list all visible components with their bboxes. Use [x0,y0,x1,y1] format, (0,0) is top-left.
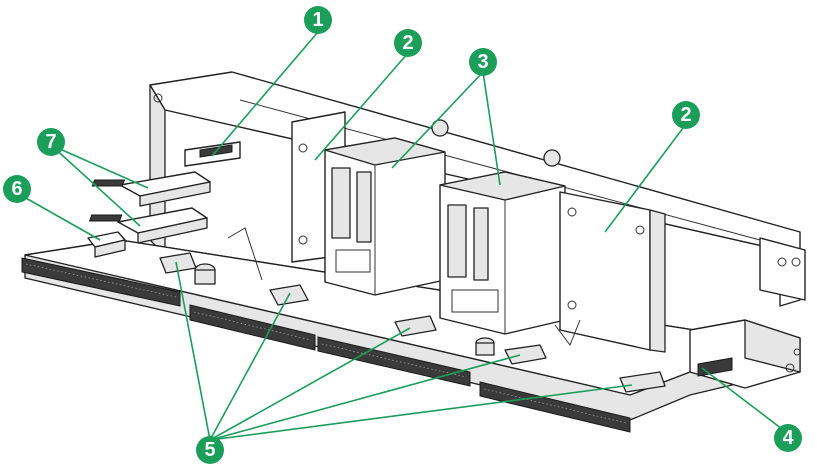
standoff-screws [194,263,495,356]
leader-3b [482,71,501,186]
leader-6 [16,192,101,241]
leader-7a [50,144,149,189]
callout-6-label: 6 [11,178,22,200]
leader-4 [701,367,787,433]
leader-5e [209,384,633,441]
callout-4: 4 [774,424,802,452]
callout-5: 5 [196,436,224,464]
callout-4-label: 4 [782,427,794,449]
leader-lines [16,31,787,441]
callout-2b-label: 2 [680,104,691,126]
callout-3-label: 3 [477,51,488,73]
leader-2b [604,123,687,233]
riser-cage-right [559,191,666,353]
callout-3: 3 [469,48,497,76]
slimline-connector-lower [88,207,208,244]
callout-5-label: 5 [204,439,215,461]
leader-5c [209,327,411,441]
leader-5b [209,292,291,441]
small-connector [87,231,126,258]
callout-1-label: 1 [312,9,323,31]
edge-connector-left [21,257,181,307]
leader-5d [209,354,521,441]
leader-2a [314,52,409,161]
callout-7-label: 7 [45,131,56,153]
edge-connector-mid-right [317,336,471,387]
slimline-connector-upper [91,171,211,207]
pcie-slot-cage-right [439,149,566,335]
retention-latches [159,227,666,393]
callout-2a: 2 [394,29,422,57]
power-connector [689,319,801,389]
leader-3a [391,71,484,169]
callout-1: 1 [304,6,332,34]
callout-7: 7 [37,128,65,156]
callout-2b: 2 [672,101,700,129]
callout-2a-label: 2 [402,32,413,54]
pcie-slot-cage-left [324,119,449,296]
leader-1 [211,31,319,157]
callout-6: 6 [3,175,31,203]
leader-5a [175,261,211,441]
leader-7b [50,144,141,227]
edge-connector-right [479,381,631,433]
system-connector [184,141,241,167]
